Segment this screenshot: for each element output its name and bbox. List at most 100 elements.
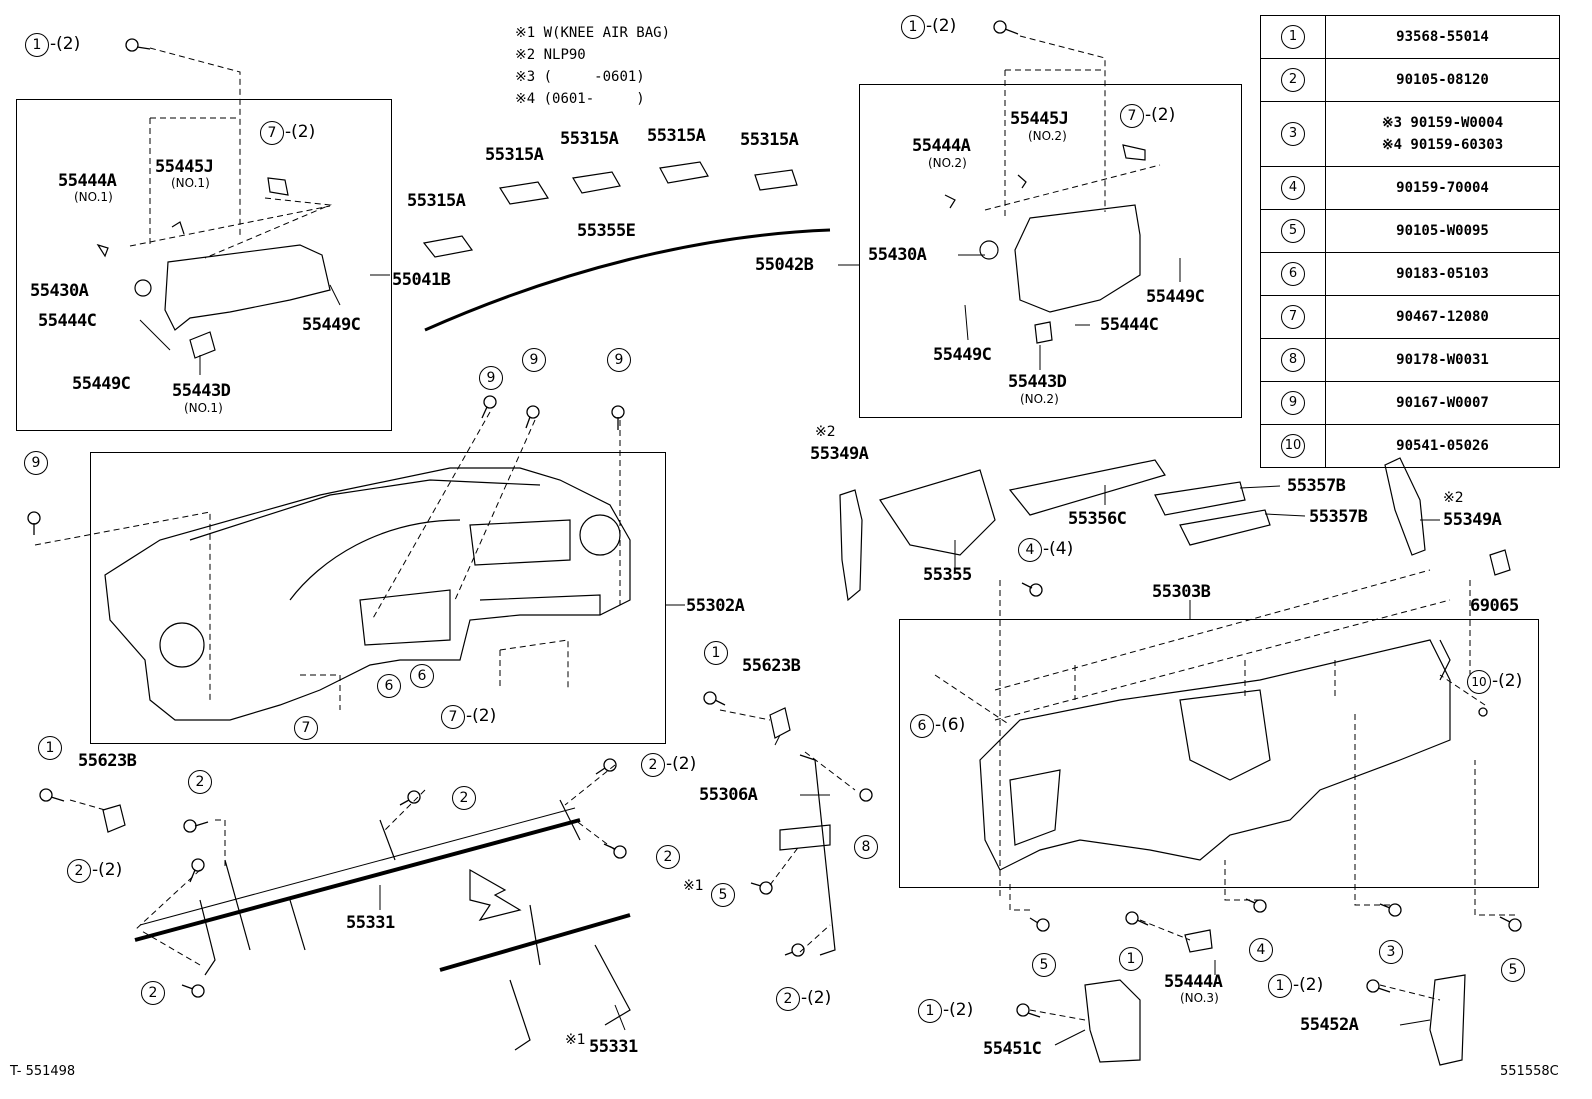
part-label: 55302A <box>686 596 745 616</box>
table-value: 90105-W0095 <box>1325 209 1560 253</box>
part-label: 55451C <box>983 1039 1042 1059</box>
callout-qty: -(2) <box>1293 975 1324 995</box>
callout-qty: -(2) <box>943 1000 974 1020</box>
callout-qty: -(2) <box>285 122 316 142</box>
reinforcement-box <box>899 619 1539 888</box>
callout-circle: 1 <box>1268 974 1292 998</box>
part-sublabel: (NO.2) <box>1020 392 1059 406</box>
table-value: 90105-08120 <box>1325 58 1560 102</box>
table-value: ※4 90159-60303 <box>1381 137 1504 153</box>
table-value: 90159-70004 <box>1325 166 1560 210</box>
part-label: 55357B <box>1309 507 1368 527</box>
part-label: 55449C <box>933 345 992 365</box>
table-key: 10 <box>1281 434 1305 458</box>
table-value: 90467-12080 <box>1325 295 1560 339</box>
part-label: 55303B <box>1152 582 1211 602</box>
callout-qty: -(2) <box>666 754 697 774</box>
table-key: 2 <box>1281 68 1305 92</box>
part-label: 55315A <box>740 130 799 150</box>
part-label: 55444A <box>58 171 117 191</box>
note-1: ※1 W(KNEE AIR BAG) <box>515 25 671 41</box>
part-label: 55355E <box>577 221 636 241</box>
part-label: 55444A <box>912 136 971 156</box>
part-label: 55356C <box>1068 509 1127 529</box>
part-label: 55444A <box>1164 972 1223 992</box>
part-label: 55443D <box>172 381 231 401</box>
callout-circle: 2 <box>641 753 665 777</box>
table-key: 3 <box>1281 122 1305 146</box>
callout-circle: 1 <box>25 33 49 57</box>
table-key: 9 <box>1281 391 1305 415</box>
callout-circle: 1 <box>901 15 925 39</box>
part-label: 55349A <box>1443 510 1502 530</box>
callout-circle: 2 <box>776 987 800 1011</box>
part-label: 55315A <box>485 145 544 165</box>
callout-circle: 1 <box>1119 947 1143 971</box>
part-sublabel: (NO.1) <box>184 401 223 415</box>
table-key: 7 <box>1281 305 1305 329</box>
callout-circle: 2 <box>188 770 212 794</box>
footer-right-code: 551558C <box>1500 1064 1559 1079</box>
callout-circle: 10 <box>1467 670 1491 694</box>
part-sublabel: (NO.1) <box>171 176 210 190</box>
callout-qty: -(2) <box>50 34 81 54</box>
part-label: 55445J <box>155 157 214 177</box>
left-cover-group-box <box>16 99 392 431</box>
callout-circle: 6 <box>410 664 434 688</box>
part-label: 55445J <box>1010 109 1069 129</box>
part-label: 55331 <box>589 1037 638 1057</box>
part-label: 55430A <box>30 281 89 301</box>
callout-circle: 2 <box>67 859 91 883</box>
callout-circle: 2 <box>656 845 680 869</box>
note-mark: ※1 <box>565 1032 586 1048</box>
callout-qty: -(2) <box>466 706 497 726</box>
callout-qty: -(4) <box>1043 539 1074 559</box>
footer-left-code: T- 551498 <box>10 1064 76 1079</box>
table-row: 7 90467-12080 <box>1260 295 1560 339</box>
part-label: 55041B <box>392 270 451 290</box>
table-key: 8 <box>1281 348 1305 372</box>
part-label: 55623B <box>742 656 801 676</box>
part-sublabel: (NO.2) <box>1028 129 1067 143</box>
callout-circle: 7 <box>441 705 465 729</box>
table-row: 3※3 90159-W0004※4 90159-60303 <box>1260 101 1560 167</box>
callout-qty: -(2) <box>801 988 832 1008</box>
callout-qty: -(2) <box>1492 671 1523 691</box>
callout-circle: 5 <box>711 883 735 907</box>
part-label: 55444C <box>38 311 97 331</box>
part-label: 55444C <box>1100 315 1159 335</box>
callout-circle: 7 <box>294 716 318 740</box>
callout-circle: 2 <box>141 981 165 1005</box>
callout-circle: 9 <box>522 348 546 372</box>
part-label: 55331 <box>346 913 395 933</box>
callout-circle: 5 <box>1501 958 1525 982</box>
callout-circle: 4 <box>1018 538 1042 562</box>
part-label: 55315A <box>407 191 466 211</box>
callout-circle: 1 <box>38 736 62 760</box>
note-mark: ※2 <box>815 424 836 440</box>
note-4: ※4 (0601- ) <box>515 91 645 107</box>
part-label: 55449C <box>1146 287 1205 307</box>
callout-qty: -(2) <box>926 16 957 36</box>
callout-qty: -(6) <box>935 715 966 735</box>
callout-circle: 6 <box>910 714 934 738</box>
callout-circle: 1 <box>704 641 728 665</box>
part-label: 55452A <box>1300 1015 1359 1035</box>
part-label: 55623B <box>78 751 137 771</box>
table-value: 93568-55014 <box>1325 15 1560 59</box>
table-row: 9 90167-W0007 <box>1260 381 1560 425</box>
part-label: 69065 <box>1470 596 1519 616</box>
table-value: 90167-W0007 <box>1325 381 1560 425</box>
callout-circle: 3 <box>1379 940 1403 964</box>
callout-circle: 4 <box>1249 938 1273 962</box>
part-sublabel: (NO.2) <box>928 156 967 170</box>
callout-circle: 6 <box>377 674 401 698</box>
part-label: 55449C <box>72 374 131 394</box>
